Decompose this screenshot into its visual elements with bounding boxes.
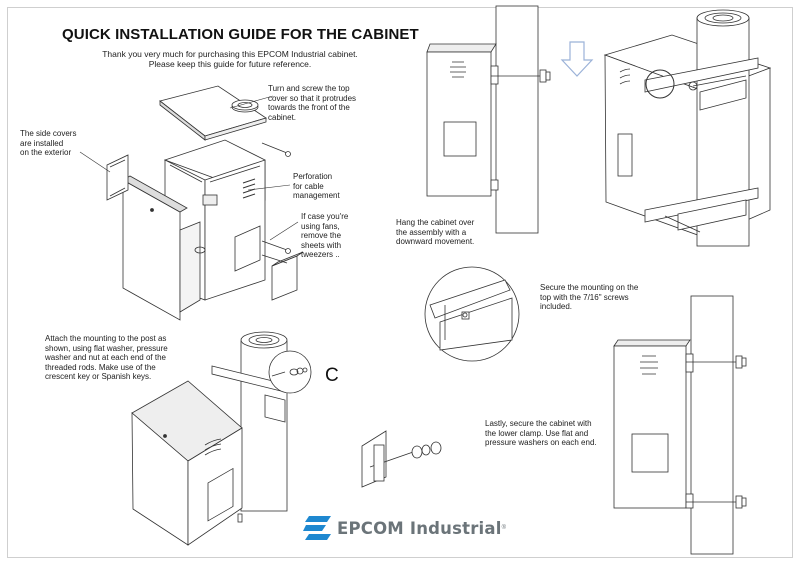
guide-sheet — [7, 7, 793, 558]
note-line: for cable — [293, 181, 324, 191]
logo-registered-mark: ® — [501, 525, 507, 531]
page-title: QUICK INSTALLATION GUIDE FOR THE CABINET — [62, 26, 419, 43]
note-hang: Hang the cabinet over the assembly with … — [396, 218, 474, 247]
callout-letter: C — [325, 365, 339, 386]
note-fans: If case you're using fans, remove the sh… — [301, 212, 348, 260]
note-line: Attach the mounting to the post as — [45, 334, 167, 343]
note-line: are installed — [20, 138, 64, 148]
note-line: The side covers — [20, 129, 77, 138]
note-line: crescent key or Spanish keys. — [45, 372, 152, 382]
cabinet-front-figure — [131, 380, 243, 546]
clamp-detail-figure — [424, 266, 520, 362]
mounted-cabinet-figure — [603, 9, 772, 247]
note-line: Lastly, secure the cabinet with — [485, 419, 592, 428]
note-line: using fans, — [301, 221, 340, 231]
subtitle-line: Thank you very much for purchasing this … — [102, 49, 358, 59]
note-line: remove the — [301, 231, 342, 241]
note-line: the lower clamp. Use flat and — [485, 428, 589, 438]
note-line: Secure the mounting on the — [540, 283, 639, 292]
note-line: the assembly with a — [396, 227, 467, 237]
note-side-covers: The side covers are installed on the ext… — [20, 129, 76, 158]
note-attach: Attach the mounting to the post as shown… — [45, 334, 168, 382]
epcom-logo-icon — [303, 516, 331, 540]
down-arrow-icon — [560, 41, 594, 77]
bolt-hardware-figure — [361, 430, 442, 488]
note-line: tweezers .. — [301, 250, 340, 260]
note-line: management — [293, 191, 340, 201]
note-secure-top: Secure the mounting on the top with the … — [540, 283, 638, 312]
note-line: shown, using flat washer, pressure — [45, 343, 168, 353]
exploded-cabinet-figure — [79, 85, 304, 321]
note-line: sheets with — [301, 240, 342, 250]
note-line: cover so that it protrudes — [268, 93, 357, 103]
note-line: Perforation — [293, 172, 333, 181]
page-subtitle: Thank you very much for purchasing this … — [60, 49, 400, 69]
epcom-logo: EPCOM Industrial ® — [303, 516, 506, 540]
note-line: washer and nut at each end of the — [45, 353, 166, 363]
note-line: top with the 7/16" screws — [540, 292, 629, 302]
note-perforation: Perforation for cable management — [293, 172, 340, 201]
note-line: towards the front of the — [268, 103, 350, 113]
note-top-cover: Turn and screw the top cover so that it … — [268, 84, 356, 122]
note-line: on the exterior — [20, 148, 72, 158]
note-lastly: Lastly, secure the cabinet with the lowe… — [485, 419, 597, 448]
attach-mounting-figure — [211, 331, 312, 512]
note-line: Hang the cabinet over — [396, 218, 475, 227]
note-line: cabinet. — [268, 112, 297, 122]
logo-text: EPCOM Industrial — [337, 518, 502, 538]
hang-cabinet-figure — [426, 5, 551, 234]
subtitle-line: Please keep this guide for future refere… — [148, 59, 312, 69]
note-line: downward movement. — [396, 237, 475, 247]
note-line: If case you're — [301, 212, 349, 221]
note-line: pressure washers on each end. — [485, 438, 597, 448]
note-line: Turn and screw the top — [268, 84, 350, 93]
note-line: included. — [540, 302, 573, 312]
note-line: threaded rods. Make use of the — [45, 362, 156, 372]
final-mounted-figure — [613, 295, 747, 555]
